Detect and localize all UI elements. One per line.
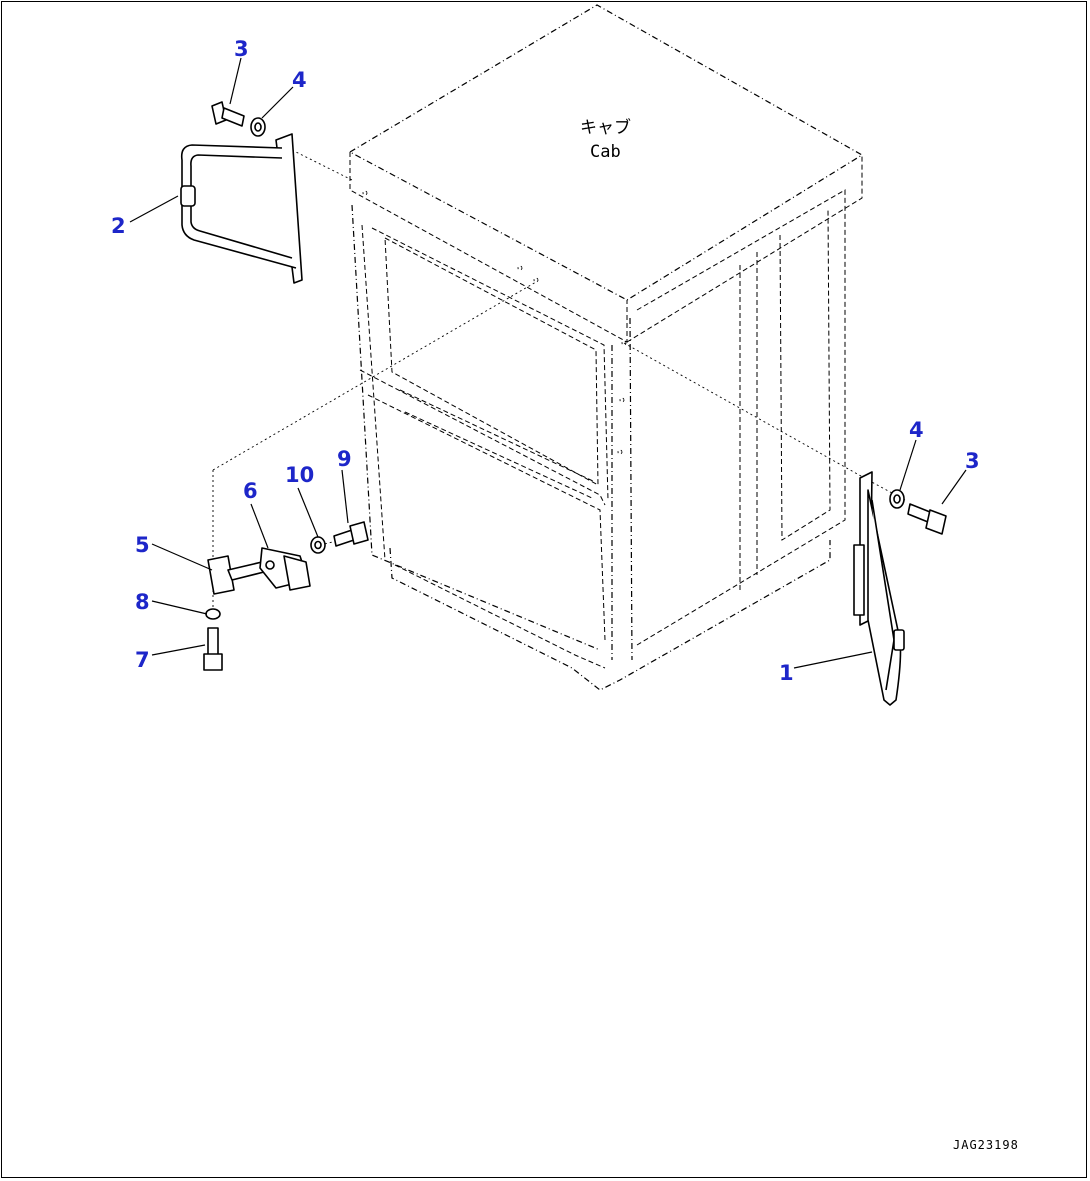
bolt-7 xyxy=(203,627,223,671)
cab-label-english: Cab xyxy=(590,142,621,162)
drawing-code: JAG23198 xyxy=(953,1138,1019,1152)
washer-10 xyxy=(310,536,326,554)
bracket xyxy=(207,555,265,595)
cab-outline xyxy=(348,4,864,691)
callout-10: 10 xyxy=(285,463,314,487)
mirror-assembly xyxy=(259,547,311,591)
bolt-right xyxy=(907,503,947,535)
washer-top-left xyxy=(250,117,266,137)
callout-4-right: 4 xyxy=(909,418,924,442)
callout-1: 1 xyxy=(779,661,794,685)
bolt-9 xyxy=(333,521,369,547)
callout-4-top: 4 xyxy=(292,68,307,92)
washer-right xyxy=(889,489,905,509)
callout-3-right: 3 xyxy=(965,449,980,473)
nut-8 xyxy=(205,608,221,620)
cab-label-japanese: キャブ xyxy=(580,117,631,138)
bolt-top-left xyxy=(211,101,245,127)
callout-9: 9 xyxy=(337,447,352,471)
callout-2: 2 xyxy=(111,214,126,238)
handrail-right xyxy=(853,471,905,706)
callout-3-top: 3 xyxy=(234,37,249,61)
leader-lines xyxy=(129,57,967,669)
callout-6: 6 xyxy=(243,479,258,503)
callout-7: 7 xyxy=(135,648,150,672)
callout-5: 5 xyxy=(135,533,150,557)
callout-8: 8 xyxy=(135,590,150,614)
handrail-left xyxy=(180,133,303,284)
